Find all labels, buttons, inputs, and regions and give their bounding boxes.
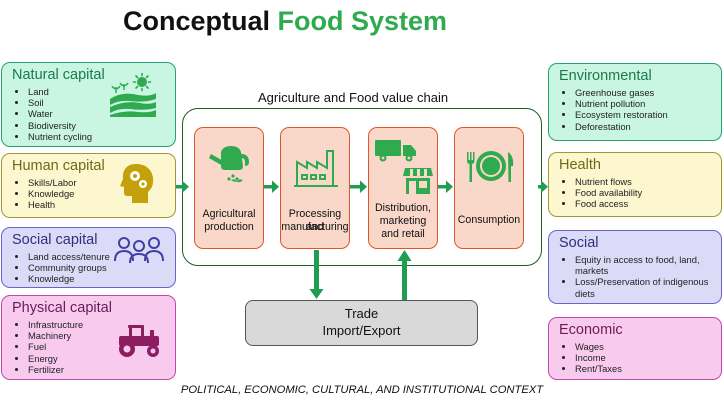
arrow-trade-to-chain [397,250,412,300]
health-title: Health [559,157,601,173]
stage-label-line2: production [204,221,254,233]
list-item: Rent/Taxes [575,363,721,374]
plate-cutlery-icon [467,151,514,182]
human-capital-box: Human capital Skills/Labor Knowledge Hea… [1,153,176,218]
list-item: Deforestation [575,121,721,132]
social-capital-list: Land access/tenure Community groups Know… [12,251,175,285]
list-item: Knowledge [28,273,175,284]
list-item: Skills/Labor [28,177,175,188]
title-part2: Food System [277,6,448,36]
health-outcome-box: Health Nutrient flows Food availability … [548,152,722,217]
arrow-capitals-to-chain [176,180,189,193]
stage-agricultural-production: Agricultural production [194,127,264,249]
human-capital-title: Human capital [12,158,105,174]
list-item: Loss/Preservation of indigenous diets [575,276,721,298]
list-item: Income [575,352,721,363]
arrow-stage3-to-stage4 [438,180,453,193]
trade-line1: Trade [344,306,379,321]
list-item: Greenhouse gases [575,87,721,98]
arrow-stage2-to-stage3 [350,180,367,193]
list-item: Machinery [28,330,175,341]
natural-capital-list: Land Soil Water Biodiversity Nutrient cy… [12,86,175,142]
list-item: Water [28,108,175,119]
environmental-outcome-box: Environmental Greenhouse gases Nutrient … [548,63,722,141]
stage-distribution-marketing-retail: Distribution, marketing and retail [368,127,438,249]
trade-line2: Import/Export [322,323,401,338]
list-item: Knowledge [28,188,175,199]
truck-icon [375,140,416,162]
stage-label-line3: and retail [381,228,425,240]
social-outcome-box: Social Equity in access to food, land, m… [548,230,722,304]
physical-capital-box: Physical capital Infrastructure Machiner… [1,295,176,380]
social-capital-title: Social capital [12,232,98,248]
list-item: Land [28,86,175,97]
list-item: Wages [575,341,721,352]
list-item: Fertilizer [28,364,175,375]
arrow-stage1-to-stage2 [264,180,279,193]
stage-label-line1: Agricultural [202,208,256,220]
list-item: Ecosystem restoration [575,109,721,120]
list-item: Equity in access to food, land, markets [575,254,721,276]
economic-title: Economic [559,322,623,338]
people-group-icon [114,237,164,264]
physical-capital-title: Physical capital [12,300,112,316]
list-item: Infrastructure [28,319,175,330]
stage-label-line2: marketing [379,215,427,227]
context-footer: POLITICAL, ECONOMIC, CULTURAL, AND INSTI… [180,384,544,396]
stage-label-line2: manufacturing [281,221,349,233]
stage-processing-manufacturing: Processing and manufacturing [280,127,350,249]
list-item: Food access [575,198,721,209]
value-chain-title: Agriculture and Food value chain [258,90,449,105]
page-title: Conceptual Food System [0,6,570,37]
natural-capital-title: Natural capital [12,67,105,83]
list-item: Nutrient flows [575,176,721,187]
social-outcome-list: Equity in access to food, land, markets … [559,254,721,299]
social-outcome-title: Social [559,235,599,251]
list-item: Fuel [28,341,175,352]
arrow-chain-to-trade [309,250,324,299]
list-item: Food availability [575,187,721,198]
list-item: Land access/tenure [28,251,175,262]
list-item: Community groups [28,262,175,273]
farm-field-icon [110,73,156,117]
list-item: Nutrient cycling [28,131,175,142]
title-part1: Conceptual [122,6,270,36]
human-capital-list: Skills/Labor Knowledge Health [12,177,175,211]
factory-icon [294,150,338,187]
social-capital-box: Social capital Land access/tenure Commun… [1,227,176,288]
storefront-icon [403,168,433,194]
list-item: Biodiversity [28,120,175,131]
arrow-chain-to-outcomes [538,180,548,193]
stage-consumption: Consumption [454,127,524,249]
list-item: Health [28,199,175,210]
head-gears-icon [120,164,154,203]
environmental-title: Environmental [559,68,652,84]
economic-outcome-box: Economic Wages Income Rent/Taxes [548,317,722,380]
stage-label-line1: Consumption [457,214,521,226]
economic-list: Wages Income Rent/Taxes [559,341,721,375]
tractor-icon [119,325,159,357]
list-item: Nutrient pollution [575,98,721,109]
environmental-list: Greenhouse gases Nutrient pollution Ecos… [559,87,721,132]
list-item: Energy [28,353,175,364]
trade-box: Trade Import/Export [245,300,478,346]
natural-capital-box: Natural capital Land Soil Water Biodiver… [1,62,176,147]
stage-label-line1: Distribution, [375,202,431,214]
health-list: Nutrient flows Food availability Food ac… [559,176,721,210]
list-item: Soil [28,97,175,108]
physical-capital-list: Infrastructure Machinery Fuel Energy Fer… [12,319,175,375]
stage-label-line1: Processing and [288,208,342,233]
watering-can-icon [209,146,249,188]
